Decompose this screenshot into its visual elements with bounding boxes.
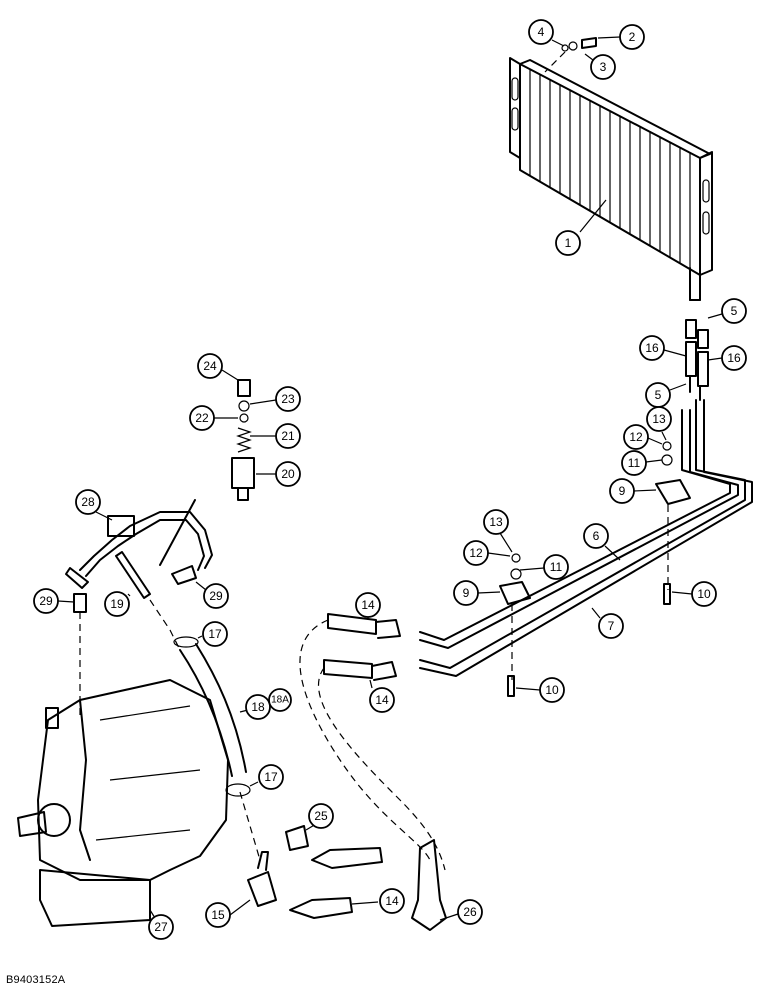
svg-text:5: 5 [655,388,662,402]
callout-3: 3 [584,53,616,80]
tube-clamps [499,441,691,697]
callout-22: 22 [189,405,238,431]
callout-5a: 5 [707,298,747,324]
svg-text:18A: 18A [271,695,289,706]
svg-text:3: 3 [600,60,607,74]
tee-fitting [239,791,309,907]
hydraulic-hoses [289,613,446,919]
svg-text:17: 17 [264,770,278,784]
svg-text:27: 27 [154,920,168,934]
callout-11b: 11 [519,554,569,580]
callout-12a: 12 [623,424,663,450]
callout-12b: 12 [463,540,511,566]
svg-text:29: 29 [209,589,223,603]
svg-text:25: 25 [314,809,328,823]
svg-text:2: 2 [629,30,636,44]
callout-16a: 16 [639,335,687,361]
svg-text:10: 10 [697,587,711,601]
svg-text:23: 23 [281,392,295,406]
callout-17b: 17 [249,764,284,790]
callout-18: 18 [239,694,271,720]
cooler-tubes [419,399,753,677]
svg-text:12: 12 [629,430,643,444]
callout-13a: 13 [646,406,672,441]
svg-text:10: 10 [545,683,559,697]
callout-20: 20 [256,461,301,487]
callout-29a: 29 [33,588,75,614]
callout-19: 19 [104,591,131,617]
svg-text:24: 24 [203,359,217,373]
callout-27: 27 [148,909,174,940]
callout-11a: 11 [621,450,663,476]
hose-fittings [685,319,709,401]
svg-text:22: 22 [195,411,209,425]
check-valve-assembly [231,379,255,501]
svg-text:4: 4 [538,25,545,39]
svg-text:5: 5 [731,304,738,318]
svg-text:12: 12 [469,546,483,560]
svg-text:15: 15 [211,908,225,922]
callout-24: 24 [197,353,239,381]
callout-26: 26 [439,899,483,925]
callout-7: 7 [591,607,624,639]
svg-text:29: 29 [39,594,53,608]
svg-text:16: 16 [645,341,659,355]
svg-text:13: 13 [652,412,666,426]
figure-reference-code: B9403152A [6,974,66,986]
callout-14c: 14 [351,888,405,914]
callout-4: 4 [528,19,565,47]
callout-16b: 16 [707,345,747,371]
callout-5b: 5 [645,382,687,408]
svg-text:17: 17 [208,627,222,641]
svg-text:11: 11 [550,560,563,574]
svg-text:1: 1 [565,236,572,250]
callout-18a: 18A [268,688,292,712]
svg-text:7: 7 [608,619,615,633]
callout-6: 6 [583,523,621,561]
svg-text:14: 14 [385,894,399,908]
svg-text:21: 21 [281,429,295,443]
oil-cooler [509,57,713,301]
svg-text:14: 14 [361,598,375,612]
svg-text:11: 11 [628,456,641,470]
callout-13b: 13 [483,509,513,553]
mounting-bolt [544,37,597,73]
svg-text:19: 19 [110,597,124,611]
callout-10b: 10 [515,677,565,703]
callout-14a: 14 [355,592,381,620]
svg-text:28: 28 [81,495,95,509]
svg-text:14: 14 [375,693,389,707]
svg-text:13: 13 [489,515,503,529]
callout-9a: 9 [609,478,657,504]
callout-17a: 17 [197,621,228,647]
callout-2: 2 [597,24,645,50]
svg-text:26: 26 [463,905,477,919]
callout-23: 23 [249,386,301,412]
callout-21: 21 [250,423,301,449]
svg-text:20: 20 [281,467,295,481]
svg-text:6: 6 [593,529,600,543]
callout-28: 28 [75,489,113,521]
hose-strap [411,839,447,931]
callout-15: 15 [205,899,251,928]
svg-text:16: 16 [727,351,741,365]
transmission-housing [17,679,229,927]
callout-1: 1 [555,199,607,256]
callout-29b: 29 [195,581,229,609]
svg-text:9: 9 [463,586,470,600]
callout-14b: 14 [369,679,395,713]
callout-9b: 9 [453,580,501,606]
svg-text:18: 18 [251,700,265,714]
callout-10a: 10 [671,581,717,607]
callout-25: 25 [305,803,334,831]
svg-text:9: 9 [619,484,626,498]
